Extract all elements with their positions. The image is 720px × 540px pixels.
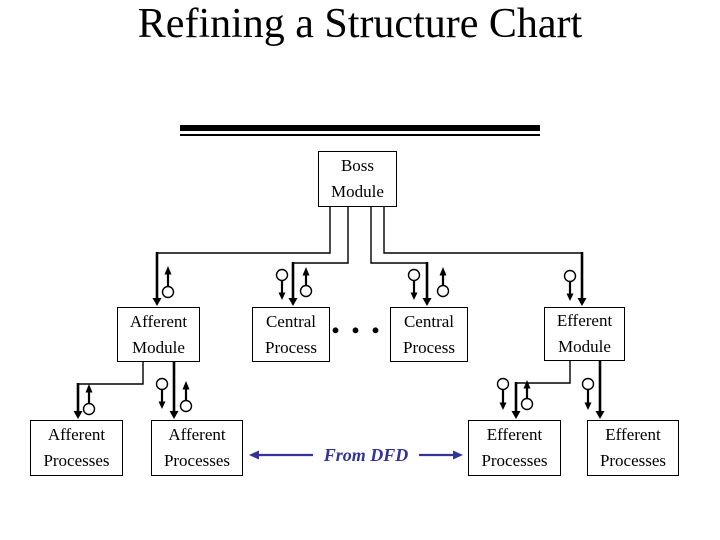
from-dfd-label: From DFD bbox=[323, 445, 409, 465]
node-efferent-processes-right: Efferent Processes bbox=[587, 420, 679, 476]
data-couple-up-icon bbox=[299, 267, 313, 298]
node-boss-module: Boss Module bbox=[318, 151, 397, 207]
data-couple-down-icon bbox=[496, 377, 510, 410]
node-afferent-processes-left: Afferent Processes bbox=[30, 420, 123, 476]
data-couple-down-icon bbox=[581, 377, 595, 410]
connector-boss-to-central-process-left bbox=[288, 207, 349, 306]
data-couple-up-icon bbox=[179, 381, 193, 413]
node-efferent-module: Efferent Module bbox=[544, 307, 625, 361]
data-couple-down-icon bbox=[155, 377, 169, 409]
node-afferent-processes-mid: Afferent Processes bbox=[151, 420, 243, 476]
ellipsis-dots: ... bbox=[331, 301, 391, 341]
data-couple-down-icon bbox=[407, 268, 421, 300]
node-central-process-right: Central Process bbox=[390, 307, 468, 362]
data-couple-up-icon bbox=[520, 380, 534, 411]
title-underline-thin bbox=[180, 134, 540, 136]
connector-boss-to-afferent-module bbox=[152, 207, 331, 306]
connector-afferent-module-to-afferent-processes-mid bbox=[169, 362, 179, 419]
from-dfd-right-arrow-icon bbox=[419, 450, 463, 460]
node-afferent-module: Afferent Module bbox=[117, 307, 200, 362]
slide-title: Refining a Structure Chart bbox=[137, 1, 583, 47]
data-couple-down-icon bbox=[275, 268, 289, 300]
connector-efferent-module-to-efferent-processes-right bbox=[595, 361, 605, 419]
connector-efferent-module-to-efferent-processes-mid bbox=[511, 361, 571, 419]
title-underline-thick bbox=[180, 125, 540, 131]
data-couple-down-icon bbox=[563, 269, 577, 301]
node-central-process-left: Central Process bbox=[252, 307, 330, 362]
connector-boss-to-efferent-module bbox=[383, 207, 587, 306]
connector-boss-to-central-process-right bbox=[370, 207, 432, 306]
node-efferent-processes-mid: Efferent Processes bbox=[468, 420, 561, 476]
data-couple-up-icon bbox=[436, 267, 450, 298]
connector-afferent-module-to-afferent-processes-left bbox=[73, 362, 144, 419]
data-couple-up-icon bbox=[82, 384, 96, 416]
from-dfd-left-arrow-icon bbox=[249, 450, 313, 460]
data-couple-up-icon bbox=[161, 266, 175, 299]
